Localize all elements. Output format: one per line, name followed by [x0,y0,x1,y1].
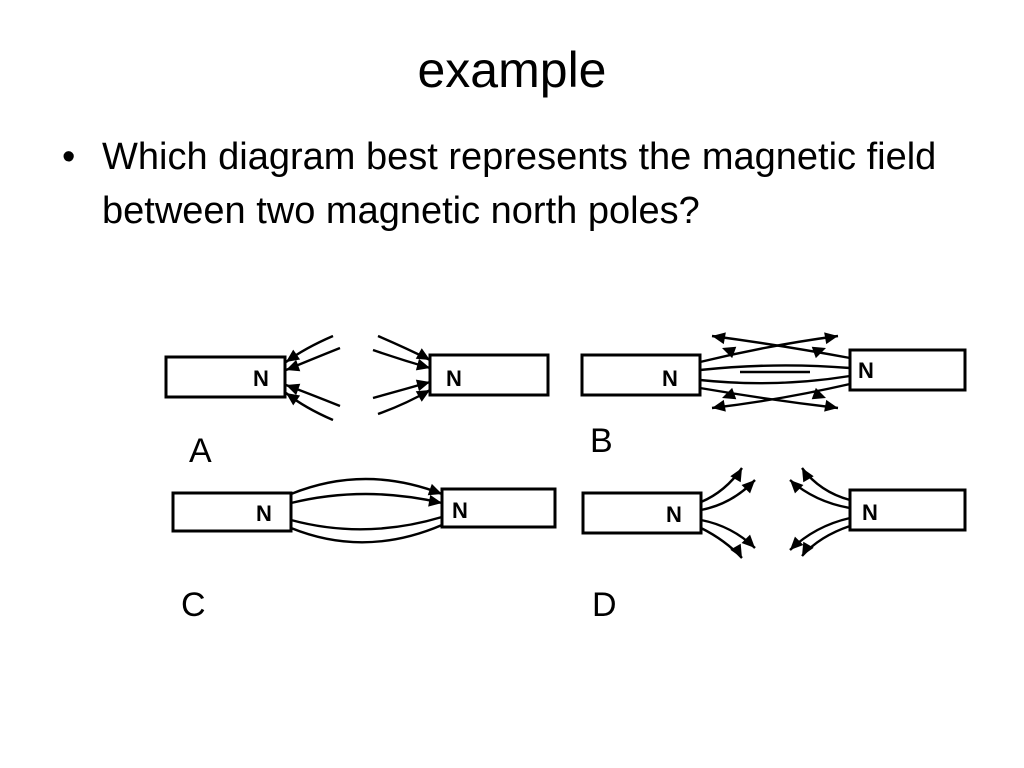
svg-text:N: N [452,498,468,523]
svg-text:N: N [666,502,682,527]
svg-text:N: N [446,366,462,391]
diagram-d-field-lines [700,465,851,561]
question-bullet: • Which diagram best represents the magn… [62,130,972,238]
diagram-a-left-magnet: N [164,355,287,399]
svg-text:N: N [662,366,678,391]
diagram-c: N N [171,477,557,544]
svg-text:N: N [858,358,874,383]
diagram-b-left-magnet: N [580,353,702,397]
diagram-c-left-magnet: N [171,491,293,533]
diagram-b-right-magnet: N [848,348,967,392]
diagram-a-right-magnet: N [428,353,550,397]
diagram-d-right-magnet: N [848,488,967,532]
diagram-d-label: D [592,586,617,624]
bullet-list: • Which diagram best represents the magn… [62,130,972,238]
diagram-b: N N [580,330,967,414]
slide-title: example [417,42,607,98]
bullet-icon: • [62,136,76,178]
svg-text:N: N [256,501,272,526]
svg-text:N: N [253,366,269,391]
diagram-a-label: A [189,432,212,470]
diagram-a: N N [164,334,550,422]
diagram-d: N N [581,465,967,561]
diagram-a-field-lines [282,334,433,422]
diagram-c-right-magnet: N [440,487,557,529]
diagram-b-field-lines [699,330,851,414]
diagram-c-field-lines [290,477,445,544]
diagram-d-left-magnet: N [581,491,703,535]
diagram-c-label: C [181,586,206,624]
question-text: Which diagram best represents the magnet… [102,136,937,232]
svg-text:N: N [862,500,878,525]
diagram-b-label: B [590,422,613,460]
